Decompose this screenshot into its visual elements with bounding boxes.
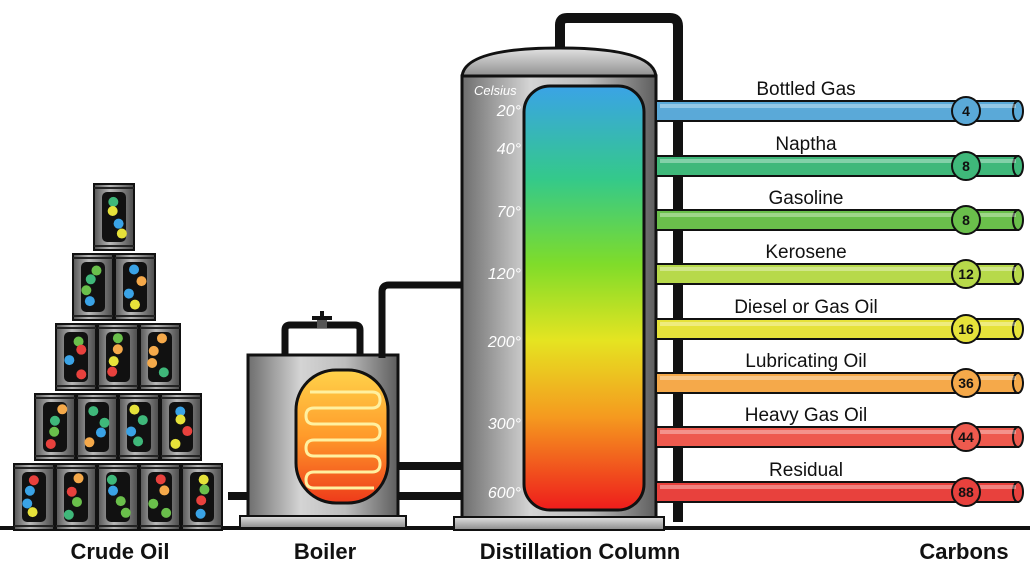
oil-barrel [160, 393, 202, 461]
fraction-name-label: Residual [769, 460, 843, 481]
carbons-label: Carbons [919, 539, 1008, 564]
fraction-name-label: Naptha [775, 134, 837, 155]
carbon-count-label: 4 [962, 103, 970, 119]
oil-barrel [139, 323, 181, 391]
celsius-label: Celsius [474, 83, 517, 98]
fraction-outlet: Kerosene 12 [655, 242, 1024, 289]
distillation-column [453, 46, 665, 531]
oil-barrel [76, 393, 118, 461]
fraction-outlet: Lubricating Oil 36 [655, 351, 1024, 398]
carbon-count-badge [951, 259, 981, 289]
distillation-column-label: Distillation Column [480, 539, 680, 564]
carbon-count-badge [951, 205, 981, 235]
fraction-outlet: Bottled Gas 4 [655, 79, 1024, 126]
carbon-count-badge [951, 96, 981, 126]
fraction-pipe-highlight [660, 159, 1016, 163]
fraction-outlets: Bottled Gas4Naptha8Gasoline8Kerosene12Di… [655, 79, 1024, 507]
carbon-count-label: 16 [958, 321, 974, 337]
fraction-pipe-highlight [660, 430, 1016, 434]
boiler [239, 311, 407, 529]
temperature-tick-label: 600° [488, 485, 522, 502]
temperature-tick-label: 300° [488, 416, 522, 433]
fraction-pipe-end [1012, 481, 1024, 503]
fraction-pipe-end [1012, 372, 1024, 394]
oil-barrel [181, 463, 223, 531]
fraction-name-label: Diesel or Gas Oil [734, 297, 878, 318]
carbon-count-badge [951, 422, 981, 452]
oil-barrel [34, 393, 76, 461]
oil-barrel [118, 393, 160, 461]
column-top-pipe [555, 13, 683, 522]
crude-oil-label: Crude Oil [70, 539, 169, 564]
carbon-count-label: 8 [962, 212, 970, 228]
fraction-name-label: Gasoline [769, 188, 844, 209]
fraction-pipe-end [1012, 209, 1024, 231]
oil-barrel [55, 323, 97, 391]
fraction-pipe-highlight [660, 322, 1016, 326]
carbon-count-badge [951, 368, 981, 398]
oil-barrel [13, 463, 55, 531]
fraction-pipe-highlight [660, 213, 1016, 217]
carbon-count-label: 88 [958, 484, 974, 500]
barrel-to-boiler-pipe [228, 492, 250, 500]
carbon-count-badge [951, 314, 981, 344]
fraction-pipe-end [1012, 426, 1024, 448]
fraction-outlet: Gasoline 8 [655, 188, 1024, 235]
oil-barrel [114, 253, 156, 321]
fraction-pipe-end [1012, 318, 1024, 340]
crude-oil-barrel-stack [13, 183, 223, 531]
boiler-to-column-pipe-lower [398, 492, 462, 500]
fraction-outlet: Heavy Gas Oil 44 [655, 405, 1024, 452]
carbon-count-badge [951, 151, 981, 181]
carbon-count-label: 8 [962, 158, 970, 174]
temperature-tick-label: 200° [487, 334, 522, 351]
fraction-pipe-highlight [660, 485, 1016, 489]
oil-barrel [72, 253, 114, 321]
fraction-pipe-highlight [660, 104, 1016, 108]
temperature-tick-label: 40° [497, 141, 522, 158]
oil-barrel [93, 183, 135, 251]
temperature-tick-label: 20° [496, 103, 522, 120]
oil-barrel [55, 463, 97, 531]
fraction-name-label: Bottled Gas [756, 79, 855, 100]
temperature-tick-label: 120° [488, 266, 522, 283]
fraction-pipe-end [1012, 155, 1024, 177]
temperature-tick-label: 70° [497, 204, 522, 221]
boiler-to-column-pipe-upper [378, 281, 462, 358]
fraction-name-label: Heavy Gas Oil [745, 405, 867, 426]
fraction-pipe-highlight [660, 376, 1016, 380]
carbon-count-label: 36 [958, 375, 974, 391]
fraction-pipe-highlight [660, 267, 1016, 271]
boiler-to-column-pipe-middle [398, 462, 462, 470]
fraction-outlet: Diesel or Gas Oil 16 [655, 297, 1024, 344]
carbon-count-badge [951, 477, 981, 507]
temperature-gradient-chamber [522, 84, 646, 512]
fraction-pipe-end [1012, 100, 1024, 122]
carbon-count-label: 12 [958, 266, 974, 282]
fraction-name-label: Lubricating Oil [745, 351, 866, 372]
temperature-scale: 20° 40° 70° 120° 200° 300° 600° [487, 103, 522, 502]
fraction-pipe-end [1012, 263, 1024, 285]
boiler-label: Boiler [294, 539, 357, 564]
oil-barrel [139, 463, 181, 531]
fraction-name-label: Kerosene [765, 242, 846, 263]
fraction-outlet: Naptha 8 [655, 134, 1024, 181]
oil-barrel [97, 463, 139, 531]
fraction-outlet: Residual 88 [655, 460, 1024, 507]
oil-barrel [97, 323, 139, 391]
carbon-count-label: 44 [958, 429, 974, 445]
